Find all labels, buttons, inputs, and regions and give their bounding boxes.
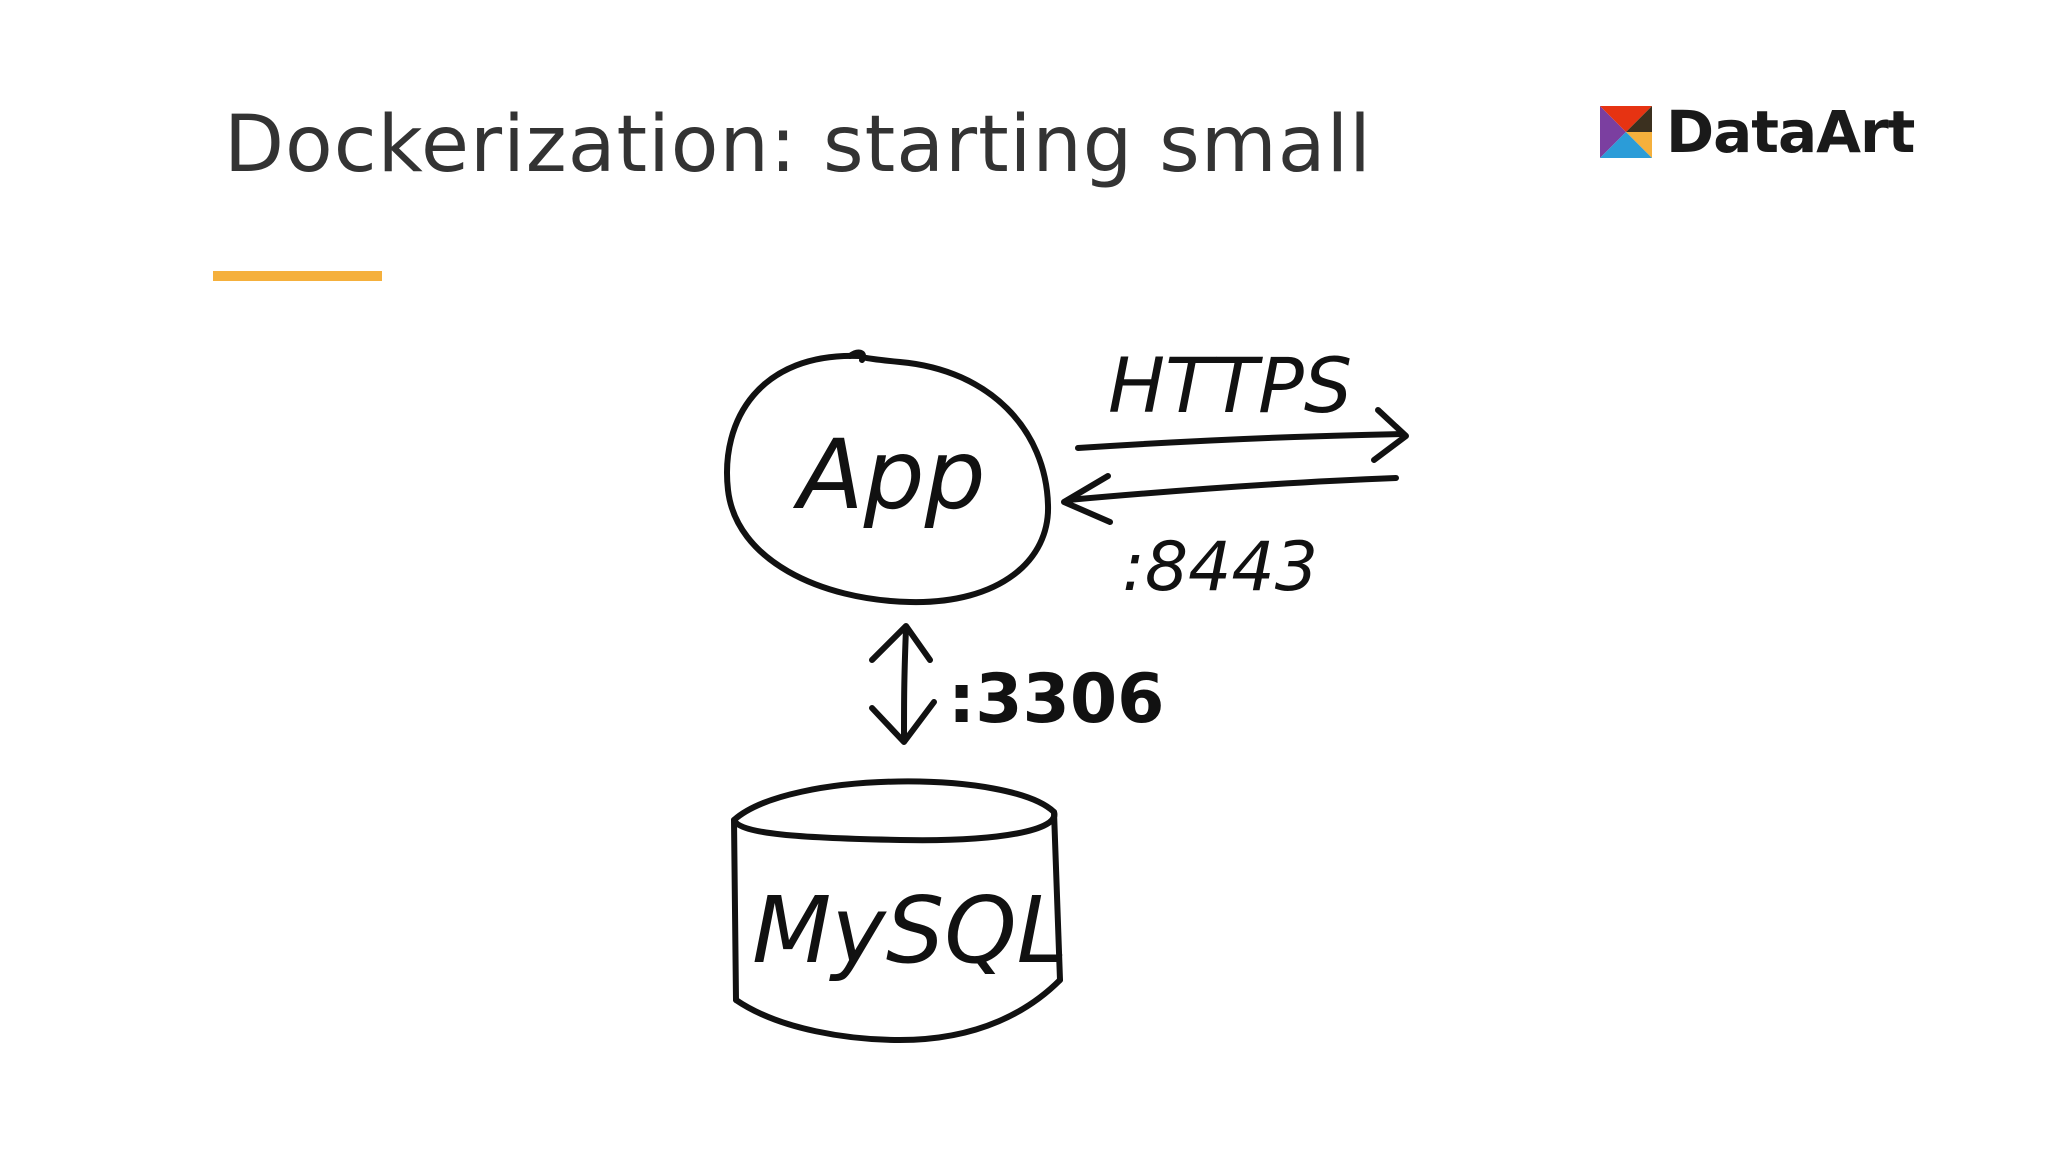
- dataart-logo: DataArt: [1600, 98, 1915, 166]
- mysql-label: MySQL: [752, 877, 1068, 984]
- app-port-label: :8443: [1122, 528, 1318, 607]
- https-outgoing-arrow: [1075, 431, 1405, 451]
- app-node-outline: [724, 352, 1052, 606]
- db-port-label: :3306: [948, 660, 1164, 739]
- db-connection-arrow: [901, 625, 909, 743]
- logo-text: DataArt: [1666, 98, 1915, 166]
- slide-title: Dockerization: starting small: [224, 100, 1372, 190]
- title-accent-bar: [213, 271, 382, 281]
- app-label: App: [792, 419, 986, 531]
- dataart-logo-icon: [1600, 106, 1652, 158]
- mysql-node-outline: [731, 778, 1058, 844]
- https-label: HTTPS: [1108, 341, 1352, 430]
- https-incoming-arrow: [1065, 475, 1399, 503]
